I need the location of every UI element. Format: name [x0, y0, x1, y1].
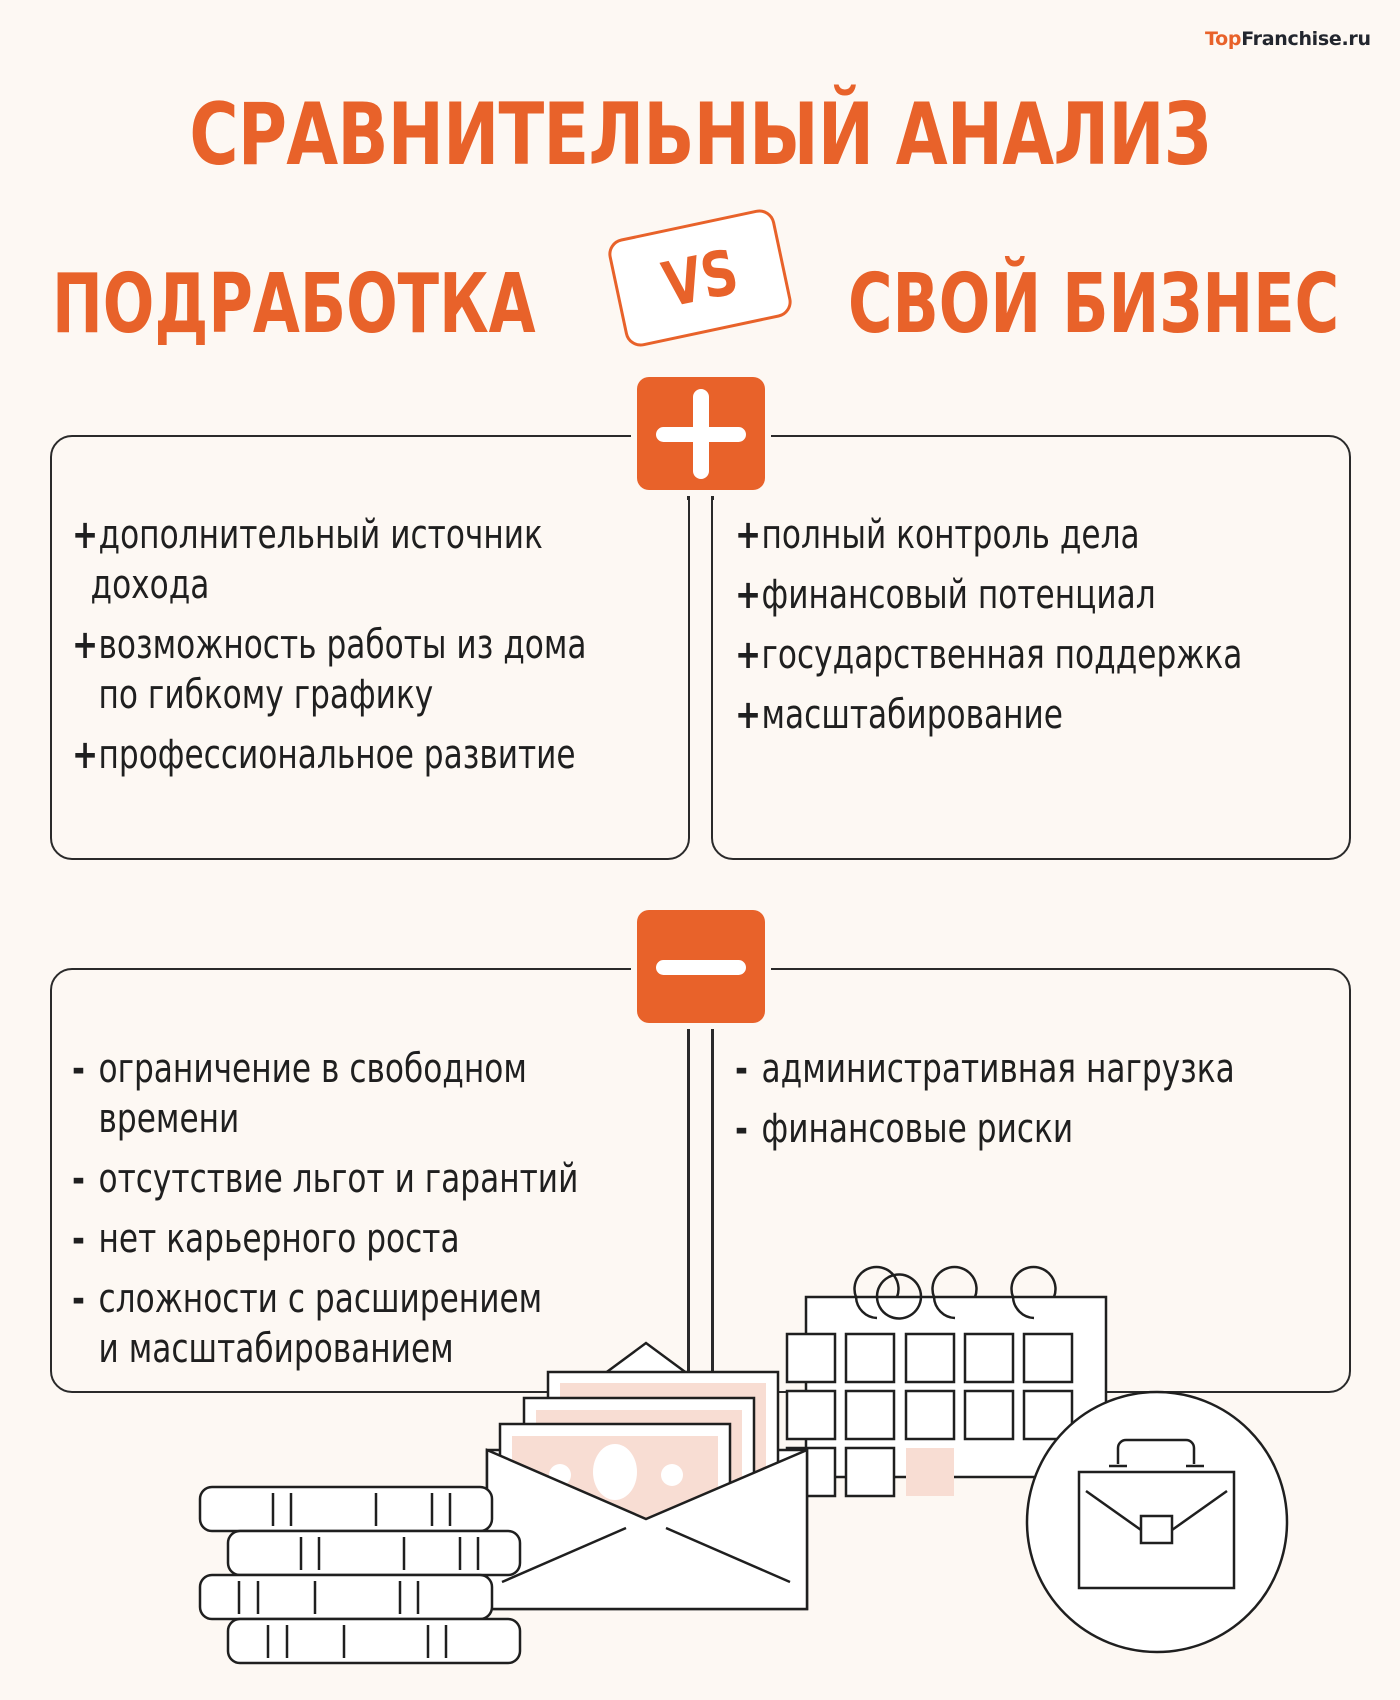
- minus-marker-icon: -: [72, 1156, 85, 1202]
- calendar-icon: [785, 1265, 1108, 1498]
- list-item: +возможность работы из дома: [72, 625, 587, 665]
- minus-marker-icon: -: [72, 1276, 85, 1322]
- pros-left-panel: [50, 435, 690, 860]
- item-text: административная нагрузка: [761, 1046, 1235, 1092]
- list-item: -административная нагрузка: [735, 1049, 1235, 1089]
- plus-marker-icon: +: [72, 732, 99, 778]
- list-item: +профессиональное развитие: [72, 735, 576, 775]
- item-text: отсутствие льгот и гарантий: [98, 1156, 579, 1202]
- divider: [687, 1000, 690, 1390]
- pros-right-panel: [711, 435, 1351, 860]
- item-text: финансовый потенциал: [761, 572, 1156, 618]
- list-item: -отсутствие льгот и гарантий: [72, 1159, 578, 1199]
- plus-marker-icon: +: [735, 512, 762, 558]
- minus-marker-icon: -: [72, 1046, 85, 1092]
- list-item-continuation: по гибкому графику: [98, 672, 434, 718]
- plus-marker-icon: +: [72, 512, 99, 558]
- list-item: +дополнительный источник: [72, 515, 543, 555]
- divider: [711, 1000, 714, 1390]
- item-text: полный контроль дела: [761, 512, 1140, 558]
- list-item-continuation: дохода: [90, 562, 210, 608]
- plus-marker-icon: +: [735, 632, 762, 678]
- list-item: +полный контроль дела: [735, 515, 1140, 555]
- list-item-continuation: и масштабированием: [98, 1326, 454, 1372]
- brand-logo: TopFranchise.ru: [1205, 28, 1371, 50]
- brand-rest: Franchise.ru: [1241, 28, 1371, 50]
- coin-stack-icon: [198, 1485, 522, 1665]
- right-column-title: СВОЙ БИЗНЕС: [848, 257, 1340, 352]
- item-text: профессиональное развитие: [98, 732, 576, 778]
- minus-marker-icon: -: [735, 1106, 748, 1152]
- minus-marker-icon: -: [72, 1216, 85, 1262]
- list-item: -нет карьерного роста: [72, 1219, 460, 1259]
- item-text: масштабирование: [761, 692, 1063, 738]
- minus-marker-icon: -: [735, 1046, 748, 1092]
- brand-top: Top: [1205, 28, 1242, 50]
- item-text: сложности с расширением: [98, 1276, 543, 1322]
- item-text: финансовые риски: [761, 1106, 1074, 1152]
- minus-icon: [637, 910, 765, 1023]
- list-item: -сложности с расширением: [72, 1279, 542, 1319]
- list-item: -ограничение в свободном: [72, 1049, 527, 1089]
- plus-icon: [637, 377, 765, 490]
- item-text: нет карьерного роста: [98, 1216, 460, 1262]
- list-item-continuation: времени: [98, 1096, 240, 1142]
- plus-marker-icon: +: [735, 572, 762, 618]
- item-text: возможность работы из дома: [98, 622, 587, 668]
- list-item: -финансовые риски: [735, 1109, 1073, 1149]
- list-item: +финансовый потенциал: [735, 575, 1156, 615]
- left-column-title: ПОДРАБОТКА: [52, 257, 536, 352]
- list-item: +государственная поддержка: [735, 635, 1242, 675]
- item-text: государственная поддержка: [761, 632, 1243, 678]
- list-item: +масштабирование: [735, 695, 1063, 735]
- plus-marker-icon: +: [72, 622, 99, 668]
- item-text: дополнительный источник: [98, 512, 543, 558]
- briefcase-icon: [1025, 1390, 1289, 1654]
- item-text: ограничение в свободном: [98, 1046, 527, 1092]
- plus-marker-icon: +: [735, 692, 762, 738]
- page-title: СРАВНИТЕЛЬНЫЙ АНАЛИЗ: [189, 85, 1211, 185]
- envelope-with-bills-icon: [485, 1341, 809, 1611]
